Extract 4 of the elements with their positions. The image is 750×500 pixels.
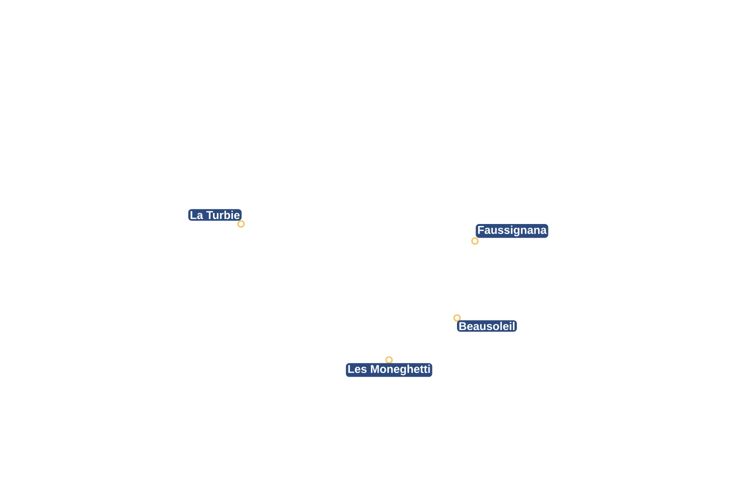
place-label: Les Moneghetti [346, 363, 432, 377]
place-label: La Turbie [188, 209, 242, 221]
place-label: Beausoleil [457, 320, 517, 332]
place-label: Faussignana [476, 224, 548, 238]
